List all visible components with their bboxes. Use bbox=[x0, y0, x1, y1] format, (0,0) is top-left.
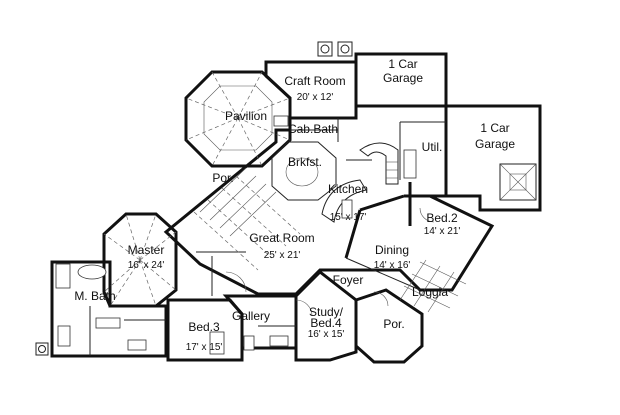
site-markers bbox=[35, 41, 353, 356]
study-line1: Study/ bbox=[309, 305, 344, 319]
pavilion-roof-lines bbox=[185, 71, 291, 167]
foyer-label: Foyer bbox=[333, 273, 364, 287]
gallery-wall bbox=[222, 294, 298, 350]
craft-room-label: Craft Room bbox=[284, 74, 345, 88]
doors bbox=[225, 207, 435, 317]
porch-left-beams bbox=[193, 167, 301, 271]
kitchen-dims: 15' x 17' bbox=[330, 212, 367, 223]
craft-room-dims: 20' x 12' bbox=[297, 92, 334, 103]
bed3-dims: 17' x 15' bbox=[186, 342, 223, 353]
walls bbox=[50, 52, 542, 364]
loggia-beams bbox=[399, 259, 467, 313]
garage-right-line2: Garage bbox=[475, 137, 515, 151]
garage-left-line1: 1 Car bbox=[388, 57, 417, 71]
bed2-label: Bed.2 bbox=[426, 211, 458, 225]
bed3-label: Bed.3 bbox=[188, 320, 220, 334]
porch-front-label: Por. bbox=[383, 317, 404, 331]
study-line2: Bed.4 bbox=[310, 316, 342, 330]
cab-bath-label: Cab.Bath bbox=[288, 122, 338, 136]
front-porch-wall bbox=[354, 288, 424, 364]
garage-right-line1: 1 Car bbox=[480, 121, 509, 135]
partitions bbox=[89, 118, 446, 356]
utility-label: Util. bbox=[422, 140, 443, 154]
master-ceiling-lines bbox=[103, 213, 177, 307]
master-label: Master bbox=[128, 243, 165, 257]
loggia-label: Loggia bbox=[412, 285, 448, 299]
breakfast-label: Brkfst. bbox=[288, 155, 322, 169]
dining-dims: 14' x 16' bbox=[374, 260, 411, 271]
gallery-label: Gallery bbox=[232, 309, 270, 323]
master-bath-wall bbox=[50, 260, 168, 358]
room-labels: Craft Room 20' x 12' 1 Car Garage 1 Car … bbox=[74, 57, 515, 353]
master-dims: 16' x 24' bbox=[128, 260, 165, 271]
kitchen-fixtures bbox=[271, 141, 417, 223]
craft-room-wall bbox=[264, 60, 358, 120]
stairs bbox=[359, 142, 399, 185]
garage-left-line2: Garage bbox=[383, 71, 423, 85]
dining-label: Dining bbox=[375, 243, 409, 257]
study-wall bbox=[294, 270, 358, 362]
bath-fixtures bbox=[55, 115, 289, 355]
great-room-dims: 25' x 21' bbox=[264, 250, 301, 261]
main-core-wall bbox=[163, 104, 495, 296]
study-dims: 16' x 15' bbox=[308, 329, 345, 340]
kitchen-label: Kitchen bbox=[328, 182, 368, 196]
master-bath-label: M. Bath bbox=[74, 289, 115, 303]
pavilion-label: Pavilion bbox=[225, 109, 267, 123]
bed2-dims: 14' x 21' bbox=[424, 226, 461, 237]
cupola bbox=[499, 163, 537, 201]
great-room-label: Great Room bbox=[249, 231, 314, 245]
porch-left-label: Por. bbox=[212, 171, 233, 185]
